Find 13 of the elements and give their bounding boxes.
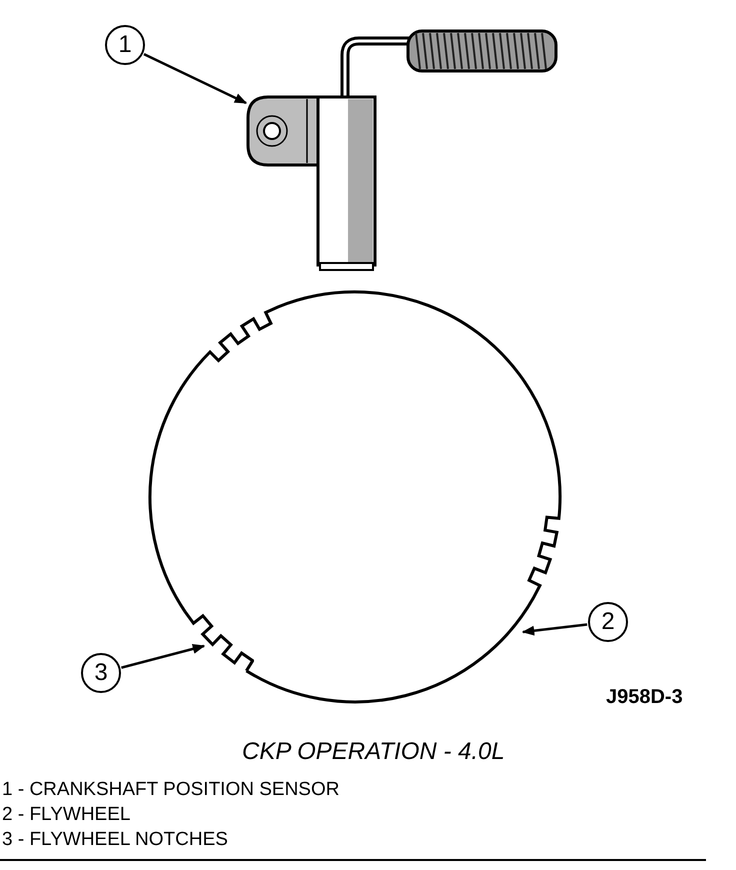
leader-line [121, 644, 206, 669]
legend-text: 1 - CRANKSHAFT POSITION SENSOR [2, 778, 340, 802]
figure-title: CKP OPERATION - 4.0L [242, 737, 505, 767]
flywheel-ring [148, 290, 562, 704]
leader-line [522, 623, 588, 636]
legend-text: 2 - FLYWHEEL [2, 803, 132, 827]
leader-line [143, 52, 248, 104]
crankshaft-sensor-drawing [245, 28, 559, 272]
callout-number: 1 [105, 25, 145, 65]
legend-text: 3 - FLYWHEEL NOTCHES [2, 828, 229, 852]
callout-number: 3 [81, 653, 121, 693]
callout-number: 2 [588, 602, 628, 642]
figure-id: J958D-3 [606, 685, 683, 710]
